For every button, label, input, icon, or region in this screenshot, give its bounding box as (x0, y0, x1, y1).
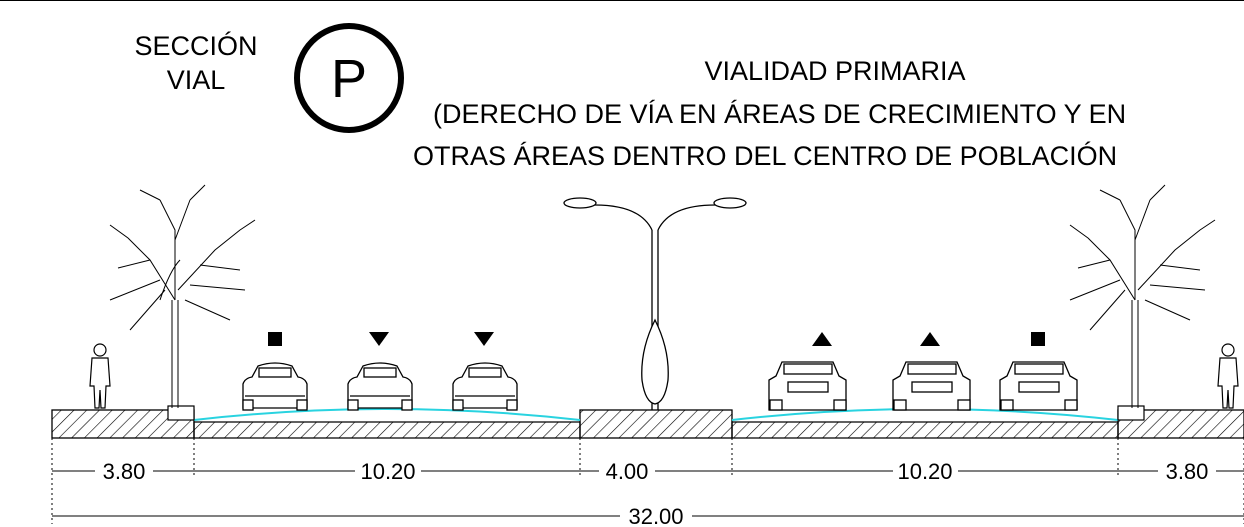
badge-circle (294, 23, 404, 133)
dim-total: 32.00 (628, 504, 683, 527)
car-icons (242, 361, 1078, 411)
car-icon (242, 362, 308, 411)
lane-markers (268, 332, 1045, 346)
median (579, 409, 733, 439)
lane-marker-square-icon (268, 332, 282, 346)
dim-left-sidewalk: 3.80 (103, 459, 146, 484)
left-roadway (193, 421, 581, 439)
section-badge: P (294, 23, 404, 133)
left-curb (167, 405, 195, 421)
car-icon (452, 362, 518, 411)
pedestrian-left-icon (89, 343, 111, 409)
tree-right-icon (1069, 184, 1216, 408)
tree-left-icon (109, 184, 256, 408)
dim-left-roadway: 10.20 (360, 459, 415, 484)
car-icon (892, 361, 971, 411)
section-label-line2: VIAL (167, 65, 226, 95)
dim-median: 4.00 (606, 459, 649, 484)
title-line3: OTRAS ÁREAS DENTRO DEL CENTRO DE POBLACI… (413, 140, 1117, 171)
lane-marker-triangle-down-icon (474, 332, 494, 346)
car-icon (347, 362, 413, 411)
lane-marker-triangle-up-icon (812, 332, 832, 346)
dimension-lines (51, 438, 1244, 524)
car-icon (768, 361, 847, 411)
left-roadway-surface (193, 408, 581, 421)
right-curb (1117, 405, 1145, 421)
pedestrian-right-icon (1217, 343, 1239, 409)
lane-marker-triangle-down-icon (369, 332, 389, 346)
section-label-line1: SECCIÓN (134, 30, 257, 61)
right-roadway (731, 421, 1119, 439)
car-icon (999, 361, 1078, 411)
street-lamp-icon (563, 197, 747, 410)
title-line2: (DERECHO DE VÍA EN ÁREAS DE CRECIMIENTO … (433, 99, 1126, 129)
lane-marker-square-icon (1031, 332, 1045, 346)
dim-right-sidewalk: 3.80 (1166, 459, 1209, 484)
lane-marker-triangle-up-icon (920, 332, 940, 346)
badge-letter: P (331, 49, 367, 109)
dim-right-roadway: 10.20 (897, 459, 952, 484)
road-cross-section (51, 405, 1244, 439)
title-line1: VIALIDAD PRIMARIA (704, 56, 965, 86)
